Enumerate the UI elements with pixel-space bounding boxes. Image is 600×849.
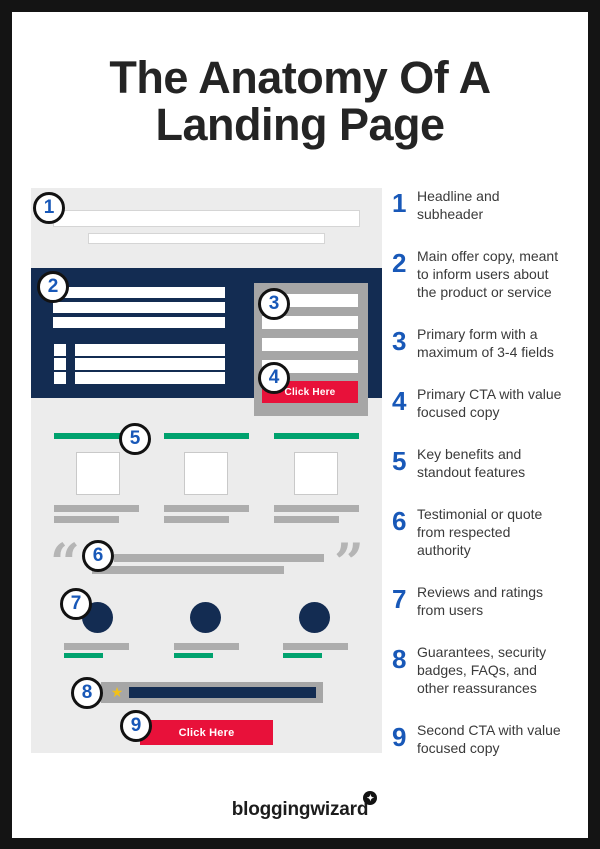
review-text-bar xyxy=(283,643,348,650)
marker-9: 9 xyxy=(120,710,152,742)
review-text-bar xyxy=(174,643,239,650)
offer-copy-bar xyxy=(53,317,225,328)
legend-text: Primary form with a maximum of 3-4 field… xyxy=(417,326,554,360)
review-avatar xyxy=(299,602,330,633)
review-rating-bar xyxy=(283,653,322,658)
legend-item: 4 Primary CTA with value focused copy xyxy=(392,385,580,421)
subheader-bar xyxy=(88,233,325,244)
offer-copy-bar xyxy=(53,287,225,298)
checkbox[interactable] xyxy=(54,358,66,370)
star-icon: ★ xyxy=(110,684,124,700)
legend-item: 3 Primary form with a maximum of 3-4 fie… xyxy=(392,325,580,361)
legend-number: 7 xyxy=(392,584,407,614)
brand-badge-icon: ✦ xyxy=(363,791,378,805)
testimonial-text-bar xyxy=(92,566,284,574)
open-quote-icon: “ xyxy=(50,533,80,594)
marker-3: 3 xyxy=(258,288,290,320)
secondary-cta-button[interactable]: Click Here xyxy=(140,720,273,745)
legend-item: 7 Reviews and ratings from users xyxy=(392,583,580,619)
legend-item: 2 Main offer copy, meant to inform users… xyxy=(392,247,580,301)
marker-6: 6 xyxy=(82,540,114,572)
feature-image-placeholder xyxy=(294,452,338,495)
feature-text-bar xyxy=(54,505,139,512)
legend-text: Key benefits and standout features xyxy=(417,446,526,480)
checkbox[interactable] xyxy=(54,372,66,384)
legend-item: 5 Key benefits and standout features xyxy=(392,445,580,481)
testimonial-text-bar xyxy=(114,554,324,562)
marker-2: 2 xyxy=(37,271,69,303)
marker-8: 8 xyxy=(71,677,103,709)
feature-text-bar xyxy=(274,516,339,523)
checkbox[interactable] xyxy=(54,344,66,356)
headline-bar xyxy=(53,210,360,227)
feature-accent-bar xyxy=(274,433,359,439)
brand-name: bloggingwizard xyxy=(231,799,369,820)
legend-number: 9 xyxy=(392,722,407,752)
landing-page-mockup: Click Here “ ” ★ xyxy=(31,188,382,753)
legend-number: 8 xyxy=(392,644,407,674)
bullet-text-bar xyxy=(75,344,225,356)
marker-4: 4 xyxy=(258,362,290,394)
feature-accent-bar xyxy=(54,433,139,439)
feature-accent-bar xyxy=(164,433,249,439)
guarantee-text-bar xyxy=(129,687,316,698)
legend-item: 1 Headline and subheader xyxy=(392,187,580,223)
legend-number: 2 xyxy=(392,248,407,278)
legend-number: 3 xyxy=(392,326,407,356)
review-rating-bar xyxy=(174,653,213,658)
legend-item: 6 Testimonial or quote from respected au… xyxy=(392,505,580,559)
feature-image-placeholder xyxy=(184,452,228,495)
bullet-text-bar xyxy=(75,372,225,384)
bullet-text-bar xyxy=(75,358,225,370)
review-rating-bar xyxy=(64,653,103,658)
legend-text: Guarantees, security badges, FAQs, and o… xyxy=(417,644,547,696)
feature-text-bar xyxy=(274,505,359,512)
feature-text-bar xyxy=(164,505,249,512)
offer-copy-bar xyxy=(53,302,225,313)
feature-text-bar xyxy=(54,516,119,523)
guarantee-banner: ★ xyxy=(101,682,323,703)
legend-number: 5 xyxy=(392,446,407,476)
legend-number: 4 xyxy=(392,386,407,416)
legend-item: 8 Guarantees, security badges, FAQs, and… xyxy=(392,643,580,697)
legend-text: Reviews and ratings from users xyxy=(417,584,544,618)
legend-item: 9 Second CTA with value focused copy xyxy=(392,721,580,757)
brand-logo: bloggingwizard ✦ xyxy=(0,791,600,821)
legend: 1 Headline and subheader 2 Main offer co… xyxy=(392,187,580,781)
marker-7: 7 xyxy=(60,588,92,620)
feature-image-placeholder xyxy=(76,452,120,495)
close-quote-icon: ” xyxy=(334,533,364,594)
form-field[interactable] xyxy=(262,316,358,329)
legend-text: Headline and subheader xyxy=(417,188,500,222)
legend-number: 1 xyxy=(392,188,407,218)
legend-text: Main offer copy, meant to inform users a… xyxy=(417,248,559,300)
legend-text: Testimonial or quote from respected auth… xyxy=(417,506,543,558)
marker-5: 5 xyxy=(119,423,151,455)
review-text-bar xyxy=(64,643,129,650)
marker-1: 1 xyxy=(33,192,65,224)
legend-text: Second CTA with value focused copy xyxy=(417,722,561,756)
review-avatar xyxy=(190,602,221,633)
legend-number: 6 xyxy=(392,506,407,536)
page-title: The Anatomy Of A Landing Page xyxy=(109,52,491,150)
legend-text: Primary CTA with value focused copy xyxy=(417,386,562,420)
form-field[interactable] xyxy=(262,338,358,351)
feature-text-bar xyxy=(164,516,229,523)
